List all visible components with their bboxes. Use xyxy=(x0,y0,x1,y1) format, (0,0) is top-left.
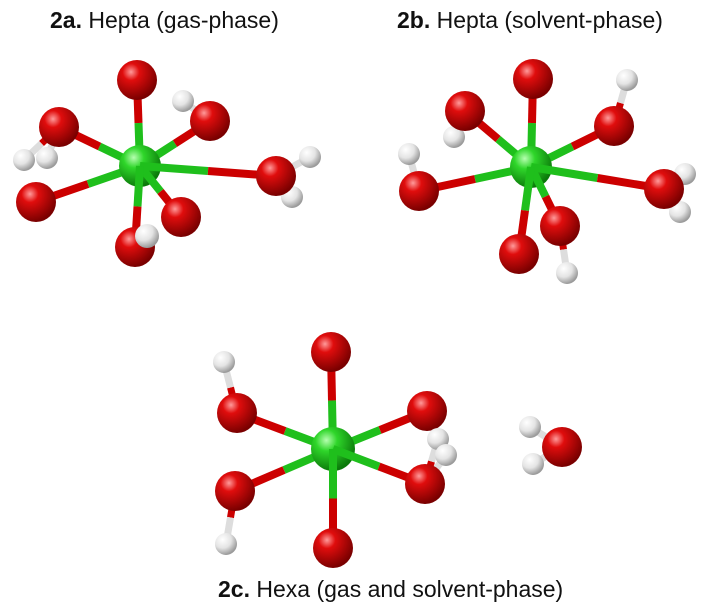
hydrogen-atom-2b-1-0 xyxy=(616,69,638,91)
molecule-2b-back xyxy=(398,59,638,211)
hydrogen-atom-2a-6-0 xyxy=(135,224,159,248)
oxygen-atom-2c-5 xyxy=(313,528,353,568)
caption-2a: 2a. Hepta (gas-phase) xyxy=(50,9,279,32)
oxygen-atom-2c-4 xyxy=(405,464,445,504)
caption-2c: 2c. Hexa (gas and solvent-phase) xyxy=(218,578,563,601)
molecule-2b-front xyxy=(499,163,696,284)
oxygen-atom-2c-1 xyxy=(217,393,257,433)
hydrogen-atom-2b-2-0 xyxy=(443,126,465,148)
oxygen-atom-water xyxy=(542,427,582,467)
molecule-2a xyxy=(13,60,321,267)
oxygen-atom-2b-1 xyxy=(594,106,634,146)
oxygen-atom-2a-3 xyxy=(256,156,296,196)
hydrogen-atom-water-2 xyxy=(522,453,544,475)
bond-m-o-2b-4-a xyxy=(530,163,599,182)
oxygen-atom-2a-1 xyxy=(190,101,230,141)
caption-2c-text: Hexa (gas and solvent-phase) xyxy=(256,576,564,602)
hydrogen-atom-2a-1-0 xyxy=(172,90,194,112)
caption-2b-text: Hepta (solvent-phase) xyxy=(436,7,663,33)
oxygen-atom-2b-0 xyxy=(513,59,553,99)
molecule-2c xyxy=(213,332,457,568)
molecule-2c-back xyxy=(213,332,447,555)
hydrogen-atom-water-1 xyxy=(519,416,541,438)
hydrogen-atom-2c-1-0 xyxy=(213,351,235,373)
oxygen-atom-2b-6 xyxy=(499,234,539,274)
oxygen-atom-2a-2 xyxy=(39,107,79,147)
oxygen-atom-2b-3 xyxy=(399,171,439,211)
oxygen-atom-2c-2 xyxy=(407,391,447,431)
oxygen-atom-2b-5 xyxy=(540,206,580,246)
oxygen-atom-2b-4 xyxy=(644,169,684,209)
hydrogen-atom-2b-3-0 xyxy=(398,143,420,165)
molecule-2a-front xyxy=(115,146,321,267)
caption-2a-text: Hepta (gas-phase) xyxy=(88,7,279,33)
caption-2b-label: 2b. xyxy=(397,7,431,33)
bond-m-o-2a-3-a xyxy=(139,162,209,175)
hydrogen-atom-2a-3-0 xyxy=(299,146,321,168)
bond-m-o-2b-6-a xyxy=(521,166,535,212)
oxygen-atom-2a-5 xyxy=(161,197,201,237)
molecule-2c-front xyxy=(313,428,457,568)
hydrogen-atom-2c-4-1 xyxy=(435,444,457,466)
oxygen-atom-2b-2 xyxy=(445,91,485,131)
hydrogen-atom-2b-5-0 xyxy=(556,262,578,284)
bond-m-o-2a-6-a xyxy=(133,165,144,207)
free-water-molecule xyxy=(519,416,582,475)
hydrogen-atom-2b-4-1 xyxy=(669,201,691,223)
bond-m-o-2c-4-a xyxy=(331,445,381,471)
molecule-2b xyxy=(398,59,696,284)
oxygen-atom-2c-3 xyxy=(215,471,255,511)
oxygen-atom-2a-0 xyxy=(117,60,157,100)
oxygen-atom-2a-4 xyxy=(16,182,56,222)
hydrogen-atom-2a-2-0 xyxy=(13,149,35,171)
hydrogen-atom-2a-2-1 xyxy=(36,147,58,169)
caption-2c-label: 2c. xyxy=(218,576,250,602)
oxygen-atom-2c-0 xyxy=(311,332,351,372)
hydrogen-atom-2c-3-0 xyxy=(215,533,237,555)
molecule-2a-back xyxy=(13,60,230,222)
caption-2a-label: 2a. xyxy=(50,7,82,33)
caption-2b: 2b. Hepta (solvent-phase) xyxy=(397,9,663,32)
